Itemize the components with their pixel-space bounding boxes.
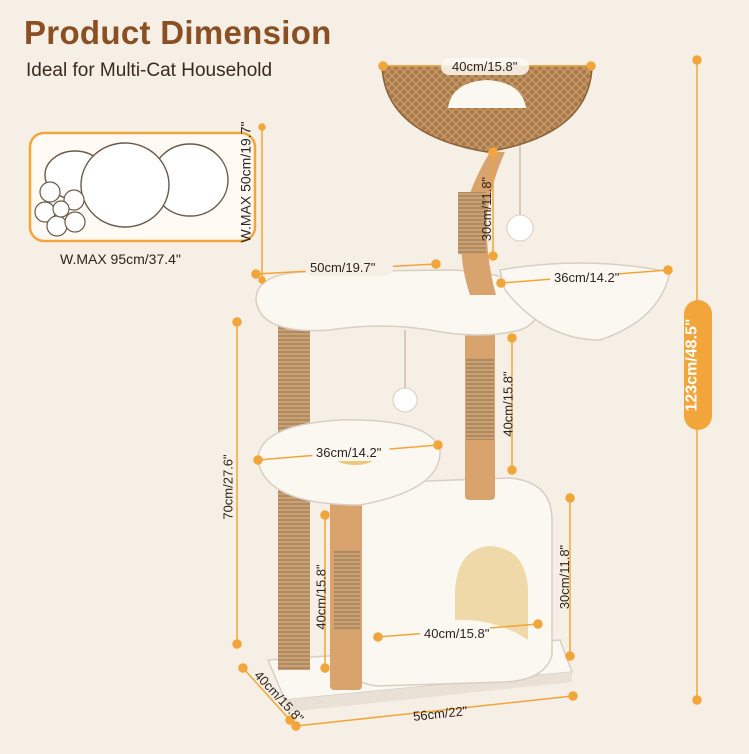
footprint-depth-label: W.MAX 50cm/19.7" bbox=[237, 121, 254, 243]
top-basket-label-bg bbox=[441, 58, 529, 75]
condo-opening bbox=[455, 546, 528, 640]
footprint-flower bbox=[34, 181, 86, 237]
lower-toy-ball bbox=[392, 387, 418, 413]
total-height-badge bbox=[684, 300, 712, 430]
lower-perch-label-bg bbox=[312, 444, 390, 461]
lower-perch-dimension: 36cm/14.2" bbox=[316, 445, 382, 460]
middle-post-dimension: 40cm/15.8" bbox=[500, 371, 516, 437]
top-basket-cushion bbox=[448, 80, 526, 108]
condo-height-dimension: 30cm/11.8" bbox=[557, 544, 573, 610]
page-subtitle: Ideal for Multi-Cat Household bbox=[26, 60, 273, 81]
lower-sisal-wrap bbox=[334, 550, 360, 630]
left-post-dimension: 70cm/27.6" bbox=[220, 454, 236, 520]
top-toy-ball bbox=[506, 214, 534, 242]
top-rattan-basket bbox=[381, 65, 593, 153]
hammock bbox=[499, 262, 671, 341]
footprint-width-label: W.MAX 95cm/37.4" bbox=[60, 251, 181, 267]
top-sisal-wrap bbox=[458, 192, 486, 254]
footprint-circle-3 bbox=[80, 142, 170, 228]
page-title: Product Dimension bbox=[24, 14, 332, 51]
condo-width-dimension: 40cm/15.8" bbox=[424, 626, 490, 641]
upper-platform bbox=[255, 269, 539, 336]
top-post-dimension: 30cm/11.8" bbox=[479, 176, 495, 242]
upper-platform-label-bg bbox=[305, 259, 393, 276]
upper-platform-dimension: 50cm/19.7" bbox=[310, 260, 376, 275]
total-height-dimension: 123cm/48.5" bbox=[683, 318, 701, 412]
condo-width-label-bg bbox=[420, 625, 492, 642]
top-basket-dimension: 40cm/15.8" bbox=[452, 59, 518, 74]
footprint-diagram bbox=[28, 131, 257, 243]
middle-sisal-wrap bbox=[466, 358, 494, 440]
hammock-label-bg bbox=[550, 269, 620, 286]
hammock-dimension: 36cm/14.2" bbox=[554, 270, 620, 285]
lower-post-dimension: 40cm/15.8" bbox=[313, 564, 329, 630]
